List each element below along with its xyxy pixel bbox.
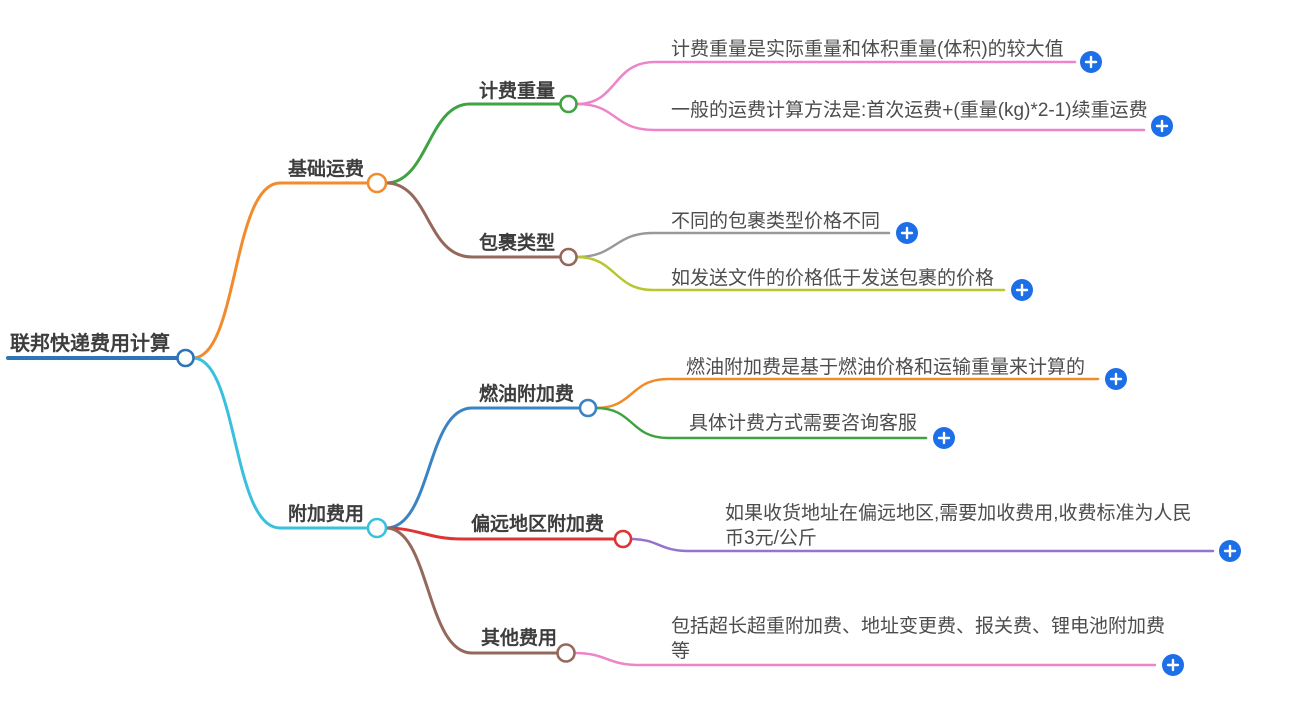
branch-surcharges-label[interactable]: 附加费用 [288, 504, 365, 525]
leaf-package-price-differs[interactable]: 不同的包裹类型价格不同 [671, 211, 881, 232]
edge-fuel-leaf-2 [594, 406, 928, 440]
add-node-button[interactable] [1151, 115, 1173, 137]
edge-root-to-surcharges [191, 356, 370, 530]
edge-package-type-leaf-1 [575, 231, 891, 259]
edge-remote-area-leaf-1 [629, 537, 1215, 553]
leaf-freight-formula[interactable]: 一般的运费计算方法是:首次运费+(重量(kg)*2-1)续重运费 [671, 100, 1148, 121]
add-node-button[interactable] [933, 427, 955, 449]
add-node-button[interactable] [1219, 540, 1241, 562]
node-toggle-remote-area[interactable] [613, 529, 633, 549]
node-package-type-label[interactable]: 包裹类型 [479, 233, 556, 254]
node-other-fees-label[interactable]: 其他费用 [481, 628, 558, 649]
add-node-button[interactable] [1011, 279, 1033, 301]
leaf-document-cheaper[interactable]: 如发送文件的价格低于发送包裹的价格 [671, 268, 995, 289]
node-toggle-fuel[interactable] [578, 398, 598, 418]
edge-basic-to-billable-weight [384, 102, 562, 185]
edge-package-type-leaf-2 [575, 255, 1006, 292]
node-billable-weight-label[interactable]: 计费重量 [479, 81, 556, 102]
leaf-contact-customer-service[interactable]: 具体计费方式需要咨询客服 [689, 413, 918, 434]
leaf-other-fees-list[interactable]: 包括超长超重附加费、地址变更费、报关费、锂电池附加费等 [671, 616, 1166, 662]
plus-icon [900, 226, 914, 240]
node-toggle-root[interactable] [176, 348, 195, 368]
leaf-remote-area-fee-standard[interactable]: 如果收货地址在偏远地区,需要加收费用,收费标准为人民币3元/公斤 [725, 503, 1192, 549]
plus-icon [937, 431, 951, 445]
node-toggle-surcharges[interactable] [366, 517, 388, 539]
node-toggle-package-type[interactable] [559, 247, 578, 267]
add-node-button[interactable] [896, 222, 918, 244]
edge-surcharges-to-remote-area [384, 526, 616, 541]
plus-icon [1223, 544, 1237, 558]
plus-icon [1084, 55, 1098, 69]
edge-fuel-leaf-1 [594, 377, 1100, 410]
node-remote-area-surcharge-label[interactable]: 偏远地区附加费 [471, 514, 605, 535]
leaf-fuel-surcharge-basis[interactable]: 燃油附加费是基于燃油价格和运输重量来计算的 [686, 357, 1086, 378]
edge-billable-weight-leaf-2 [575, 102, 1146, 132]
add-node-button[interactable] [1080, 51, 1102, 73]
branch-basic-freight-label[interactable]: 基础运费 [288, 159, 365, 180]
add-node-button[interactable] [1162, 654, 1184, 676]
edge-surcharges-to-fuel [384, 406, 581, 530]
edge-basic-to-package-type [384, 181, 562, 259]
root-node-label[interactable]: 联邦快递费用计算 [10, 333, 170, 355]
plus-icon [1155, 119, 1169, 133]
edge-surcharges-to-other-fees [384, 526, 558, 655]
edge-other-fees-leaf-1 [573, 651, 1157, 667]
edge-billable-weight-leaf-1 [575, 60, 1077, 106]
edge-root-to-basic-freight [191, 181, 370, 360]
plus-icon [1015, 283, 1029, 297]
node-toggle-billable-weight[interactable] [559, 94, 578, 114]
plus-icon [1166, 658, 1180, 672]
leaf-billable-weight-definition[interactable]: 计费重量是实际重量和体积重量(体积)的较大值 [671, 39, 1064, 60]
node-toggle-other-fees[interactable] [556, 643, 576, 663]
node-fuel-surcharge-label[interactable]: 燃油附加费 [479, 384, 575, 405]
node-toggle-basic-freight[interactable] [366, 172, 388, 194]
plus-icon [1109, 372, 1123, 386]
add-node-button[interactable] [1105, 368, 1127, 390]
